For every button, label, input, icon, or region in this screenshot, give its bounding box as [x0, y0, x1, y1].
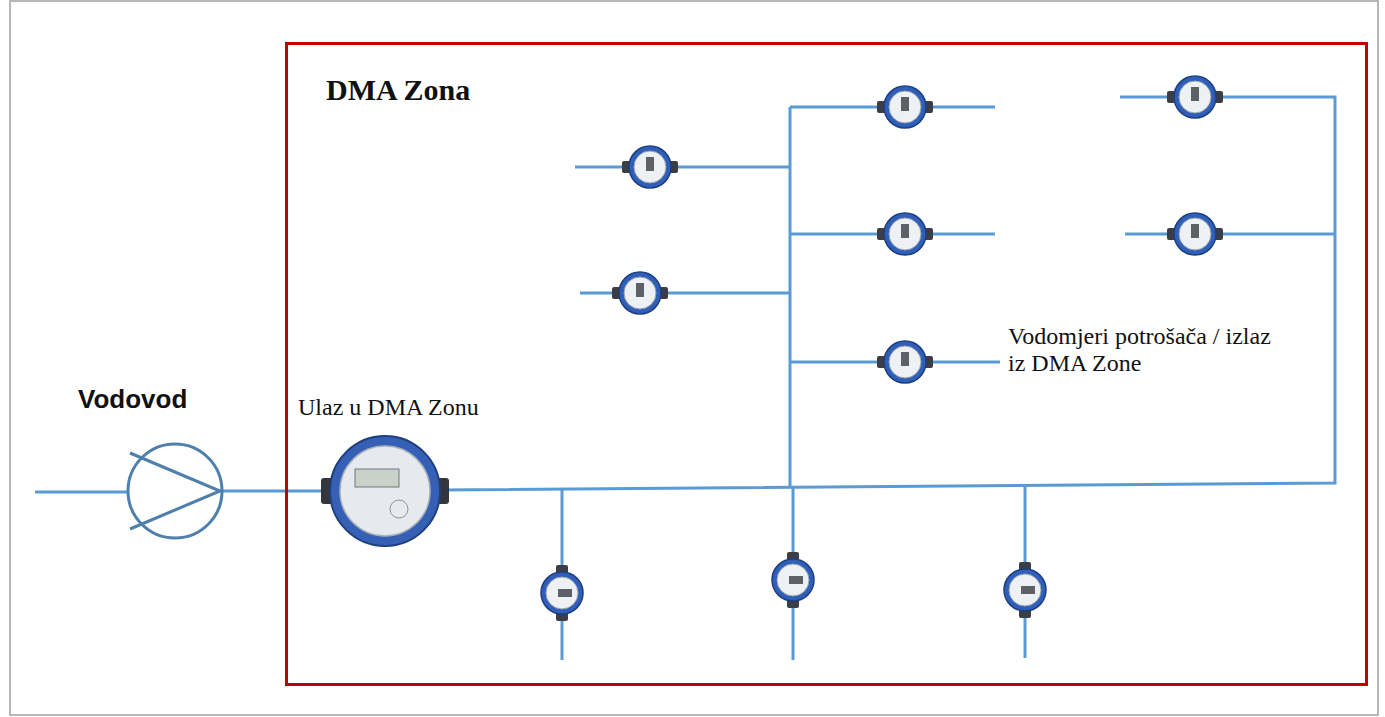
meter-ring [884, 341, 926, 383]
meter-ring [884, 213, 926, 255]
pump-triangle [130, 453, 220, 529]
dma-zone: DMA Zona [285, 42, 1368, 686]
meter-face [634, 151, 666, 183]
meter-display [901, 224, 909, 238]
water-meter [612, 272, 668, 314]
meter-face [1179, 218, 1211, 250]
water-meter [1004, 562, 1046, 618]
pipe-network [35, 97, 1335, 660]
meter-face [340, 446, 430, 536]
meter-ring [884, 86, 926, 128]
meter-ring [1174, 76, 1216, 118]
meter-face [889, 91, 921, 123]
meter-display [636, 283, 644, 297]
meter-display [1021, 586, 1035, 594]
water-meter [622, 146, 678, 188]
meter-face [777, 564, 809, 596]
meter-display [901, 97, 909, 111]
water-meter [1167, 213, 1223, 255]
frame [10, 1, 1378, 715]
pump-circle [128, 444, 222, 538]
water-meter [877, 213, 933, 255]
pipe [575, 166, 790, 169]
meter-display [1191, 224, 1199, 238]
meter-ring [330, 436, 440, 546]
zone-title: DMA Zona [326, 73, 1365, 107]
meter-display [558, 589, 572, 597]
meter-display [355, 469, 399, 487]
meters-label: Vodomjeri potrošača / izlaz iz DMA Zone [1008, 323, 1290, 377]
water-meter [877, 86, 933, 128]
meter-ring [619, 272, 661, 314]
meter-dial [390, 500, 408, 518]
meter-display [789, 576, 803, 584]
meter-ring [541, 572, 583, 614]
water-meter [541, 565, 583, 621]
meter-display [1191, 87, 1199, 101]
water-meter [1167, 76, 1223, 118]
water-meter [772, 552, 814, 608]
meter-ring [629, 146, 671, 188]
meter-face [624, 277, 656, 309]
pipe [789, 107, 792, 488]
meter-face [889, 218, 921, 250]
pipe [222, 490, 330, 493]
meter-face [1179, 81, 1211, 113]
inlet-meter [321, 436, 449, 546]
meter-ring [1004, 569, 1046, 611]
meter-ring [772, 559, 814, 601]
pipe [1125, 233, 1335, 236]
meter-ring [1174, 213, 1216, 255]
meter-face [1009, 574, 1041, 606]
meter-display [901, 352, 909, 366]
source-label: Vodovod [78, 384, 187, 415]
water-meter [877, 341, 933, 383]
meter-face [546, 577, 578, 609]
pipe [35, 491, 128, 494]
pipe [440, 97, 1335, 490]
inlet-label: Ulaz u DMA Zonu [298, 394, 479, 421]
pump-symbol [128, 444, 222, 538]
pipe [580, 292, 790, 295]
meter-face [889, 346, 921, 378]
meter-display [646, 157, 654, 171]
